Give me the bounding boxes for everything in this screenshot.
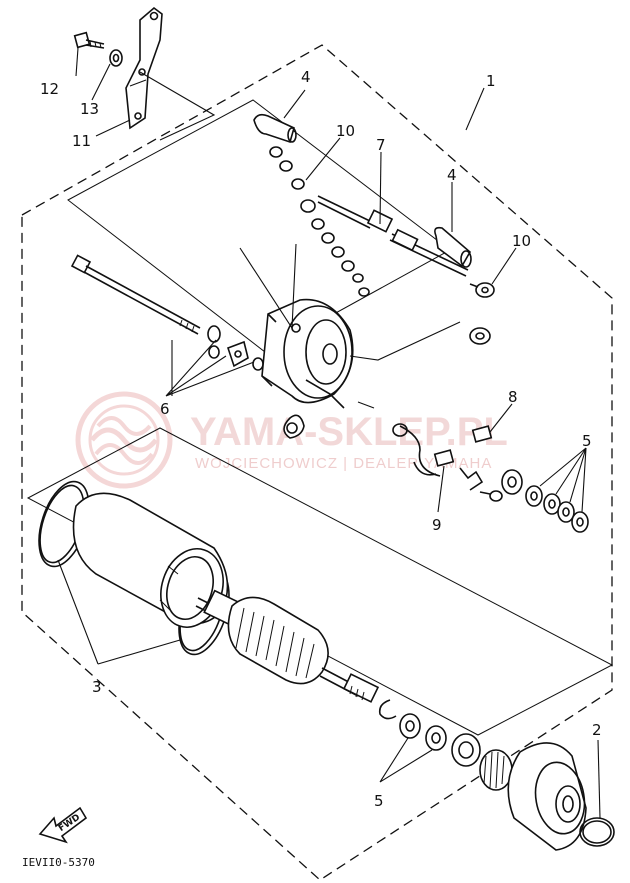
callout-7: 7 bbox=[376, 136, 386, 154]
brush-set-bracket-outline bbox=[67, 99, 451, 353]
callout-1: 1 bbox=[486, 72, 496, 90]
bearing bbox=[451, 733, 481, 767]
ring-terminal-part-10 bbox=[469, 282, 495, 298]
terminal-cap-part-4-upper bbox=[253, 113, 297, 144]
terminal-cap-part-4-lower bbox=[434, 226, 472, 268]
brush-part-8 bbox=[392, 423, 493, 477]
forward-direction-arrow-icon: FWD bbox=[38, 806, 88, 844]
rear-cover bbox=[239, 243, 461, 404]
leader-lines bbox=[75, 47, 517, 513]
callout-6: 6 bbox=[160, 400, 170, 418]
screw bbox=[479, 490, 503, 502]
armature bbox=[195, 589, 380, 703]
callout-12: 12 bbox=[40, 80, 59, 98]
callout-10-lower: 10 bbox=[512, 232, 531, 250]
diagram-code: IEVII0-5370 bbox=[22, 856, 95, 869]
watermark-title: YAMA-SKLEP.PL bbox=[190, 410, 508, 454]
callout-3: 3 bbox=[92, 678, 102, 696]
callout-11: 11 bbox=[72, 132, 91, 150]
callout-5-upper: 5 bbox=[582, 432, 592, 450]
callout-5-lower: 5 bbox=[374, 792, 384, 810]
callout-9: 9 bbox=[432, 516, 442, 534]
callout-13: 13 bbox=[80, 100, 99, 118]
brush-plate bbox=[283, 379, 375, 439]
washer-part-13 bbox=[109, 49, 123, 67]
callouts: 1 2 3 4 4 5 5 6 7 8 9 10 10 11 12 13 bbox=[40, 68, 602, 810]
thrust-washers-part-5-upper bbox=[501, 447, 589, 533]
callout-8: 8 bbox=[508, 388, 518, 406]
callout-10-upper: 10 bbox=[336, 122, 355, 140]
callout-4-lower: 4 bbox=[447, 166, 457, 184]
bracket-part-11 bbox=[125, 6, 216, 141]
circlip bbox=[378, 699, 397, 720]
bolt-part-12 bbox=[73, 31, 105, 49]
callout-2: 2 bbox=[592, 721, 602, 739]
insulator-washers-stack bbox=[269, 146, 370, 297]
through-bolt bbox=[70, 254, 201, 335]
o-ring-part-2 bbox=[579, 739, 615, 847]
needle-bearing bbox=[479, 749, 513, 791]
small-o-ring bbox=[252, 357, 264, 371]
terminal-plate bbox=[226, 340, 249, 368]
assembly-boundary bbox=[21, 44, 613, 881]
front-cover bbox=[507, 742, 587, 851]
callout-4-upper: 4 bbox=[301, 68, 311, 86]
leader-part-6 bbox=[165, 339, 255, 397]
watermark-logo-icon bbox=[75, 391, 173, 489]
thrust-washers-part-5-lower bbox=[379, 713, 447, 783]
brush-spring-part-9 bbox=[459, 467, 484, 491]
bushing bbox=[469, 327, 491, 345]
